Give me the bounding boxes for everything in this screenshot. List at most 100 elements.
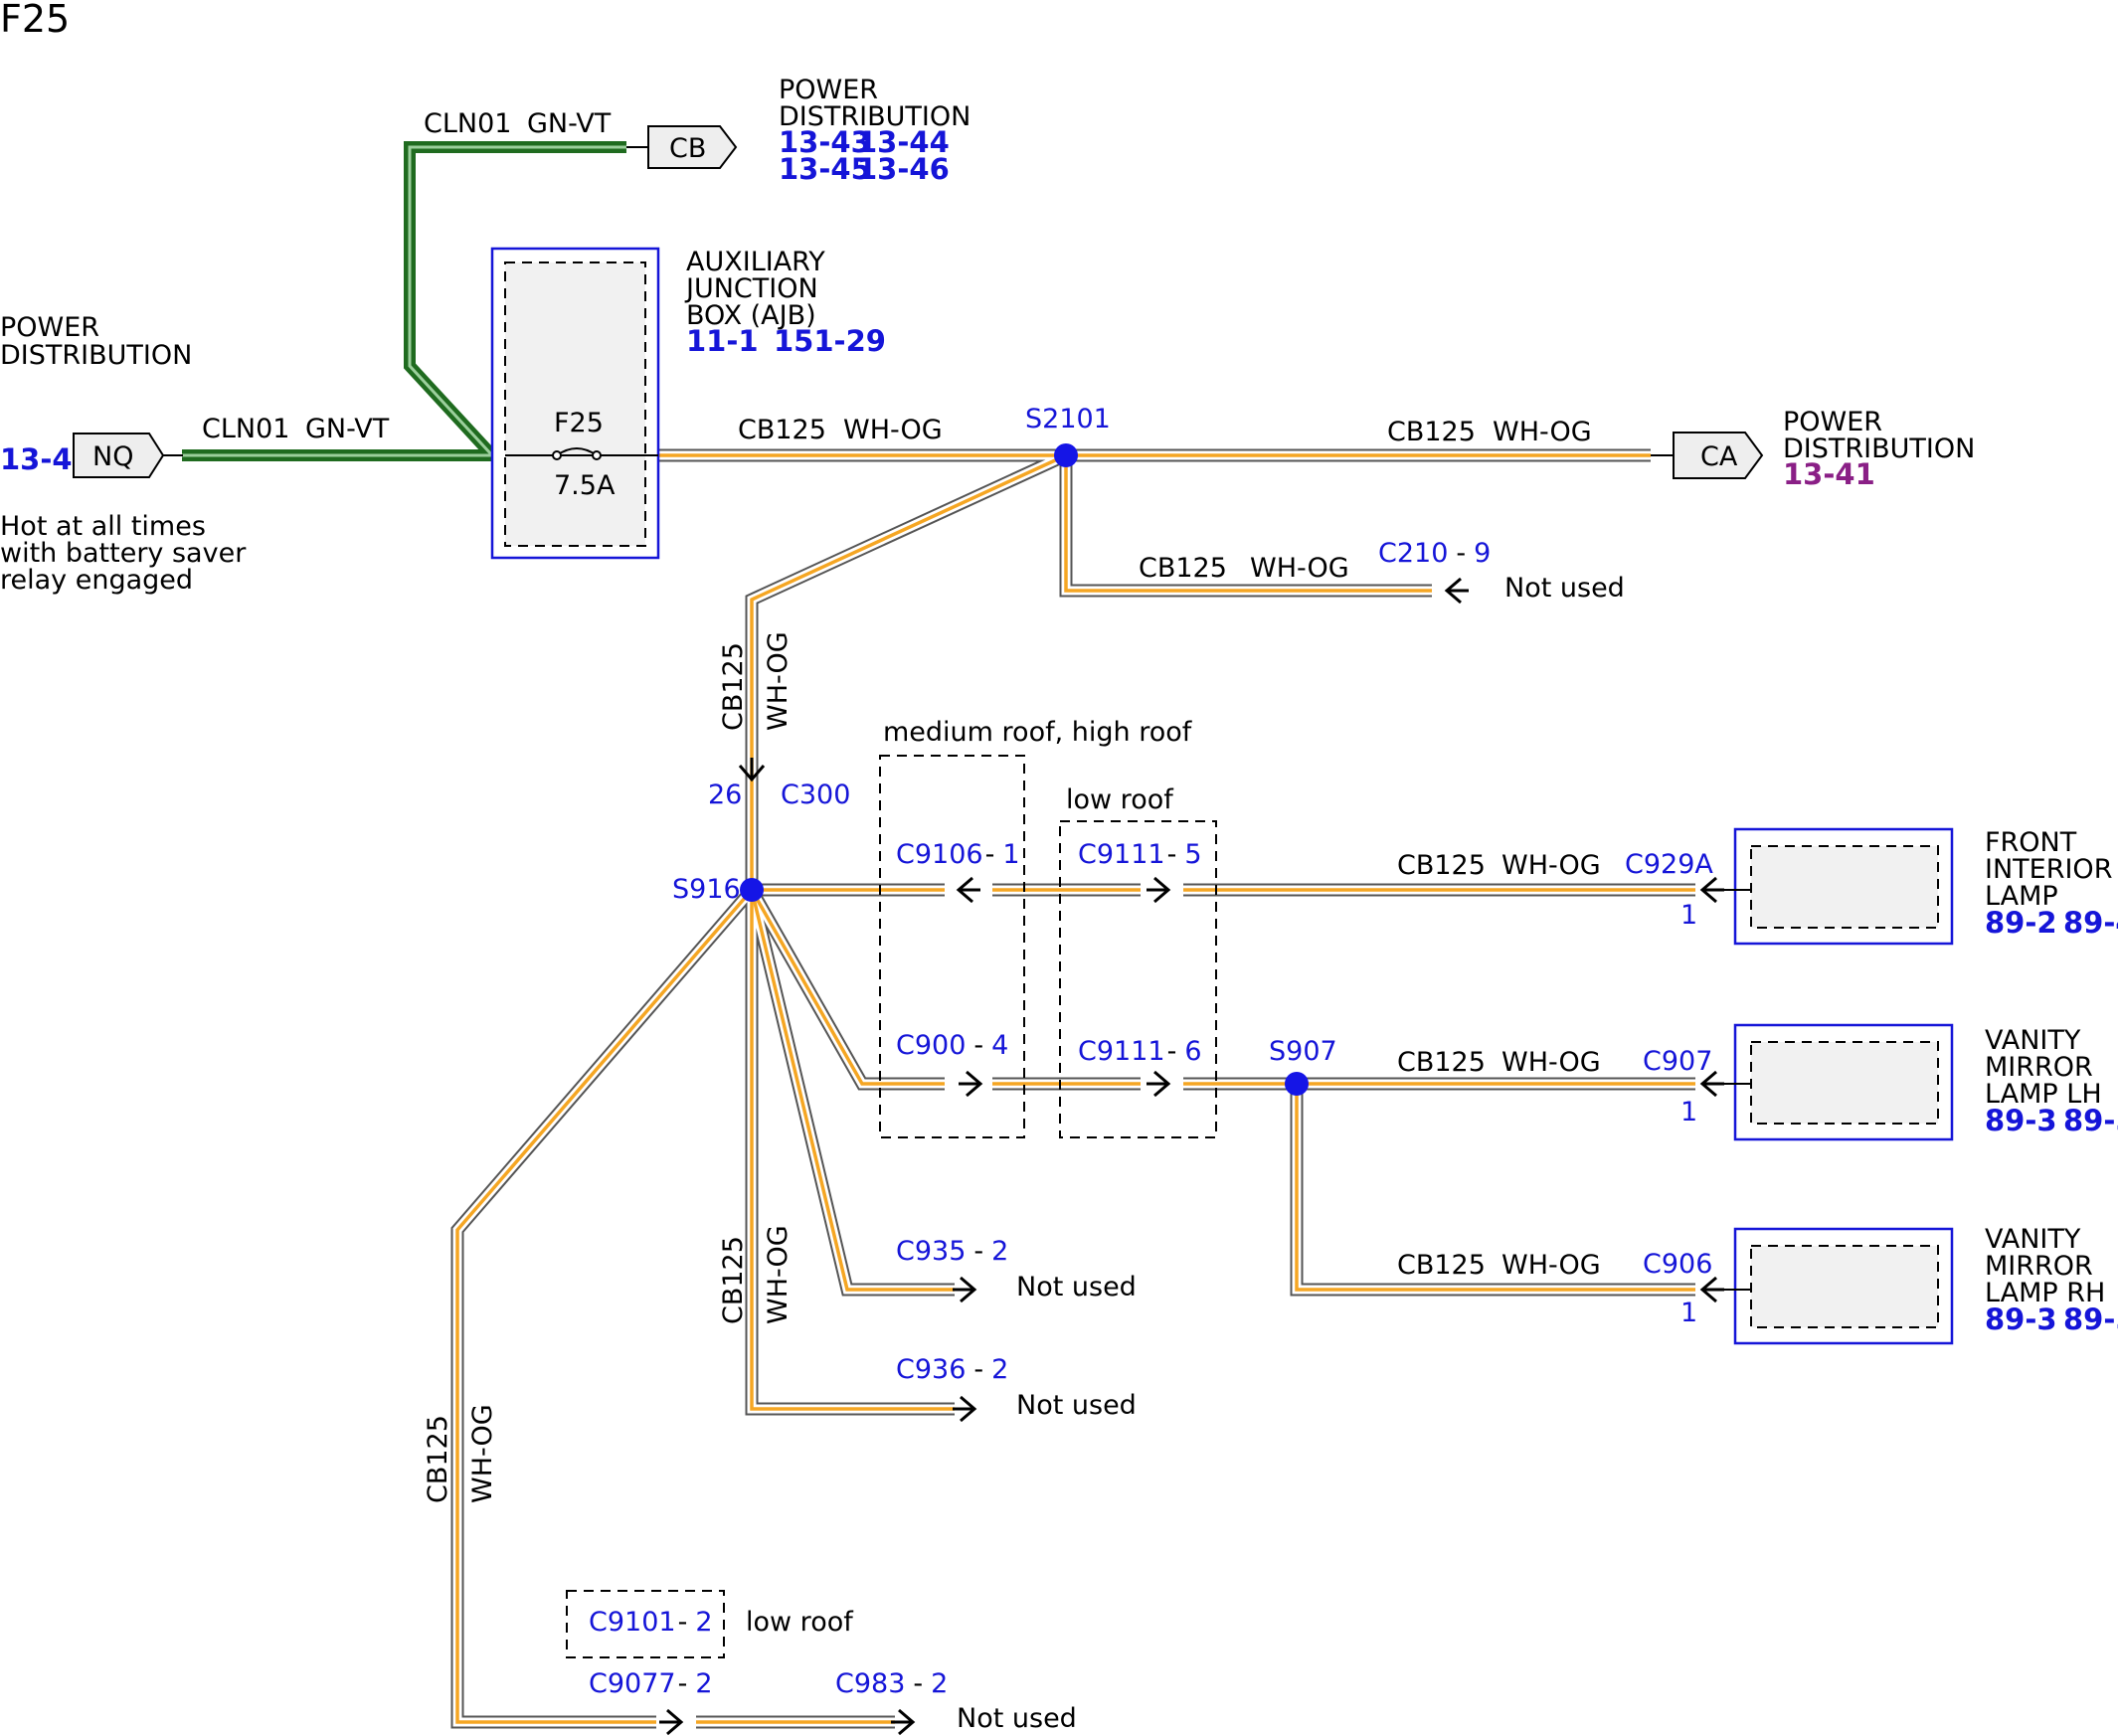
connector-cb-label: CB [669,133,706,164]
connector-c936-pin-symbol [951,1395,976,1423]
wire-label-color: GN-VT [527,108,612,139]
source-note-line1: Hot at all times [0,511,206,542]
connector-c300-pin: 26 [708,780,742,810]
wire-label-color: WH-OG [843,415,943,445]
connector-ca-tag [1673,432,1764,479]
not-used-label: Not used [1016,1272,1137,1302]
connector-c929a-label: C929A [1625,849,1713,880]
wire-label-color: WH-OG [763,631,794,731]
option-box-low-roof [566,1590,725,1658]
component-ref-link[interactable]: 89-5 [2063,1302,2118,1336]
component-name-line1: FRONT [1985,827,2077,858]
wire-label-color: WH-OG [467,1404,498,1503]
component-front-interior-lamp: FRONT INTERIOR LAMP 89-2 89-4 [1702,827,2118,946]
component-ref-link[interactable]: 89-4 [2063,906,2118,940]
wire-label-circuit: CB125 [738,415,826,445]
connector-c210-label: C210-9 [1378,538,1491,569]
ca-destination: CA POWER DISTRIBUTION 13-41 [1651,407,1975,491]
ca-header-line2: DISTRIBUTION [1783,434,1975,464]
component-name-line3: LAMP RH [1985,1278,2105,1308]
connector-c210-pin-symbol [1445,577,1471,605]
cb-header-line2: DISTRIBUTION [779,101,971,132]
wire-label-circuit: CB125 [1139,553,1227,584]
source-header-line2: DISTRIBUTION [0,340,192,371]
cb-ref-link[interactable]: 13-43 [779,125,871,159]
component-name-line3: LAMP [1985,881,2058,912]
connector-c900-label: C900-4 [896,1030,1008,1061]
wire-label-color: GN-VT [305,414,390,444]
diagram-title: F25 [0,0,70,41]
connector-nq-label: NQ [92,441,133,472]
wire-label-circuit: CB125 [718,642,749,731]
ajb-name-line3: BOX (AJB) [686,300,816,331]
ca-ref-link[interactable]: 13-41 [1783,457,1875,491]
connector-c9077-pin-symbol [657,1708,683,1736]
ajb-ref-link[interactable]: 11-1 [686,324,759,358]
connector-nq-tag [73,433,165,478]
connector-c929a-pin: 1 [1680,900,1697,931]
wire-label-circuit: CB125 [1397,1047,1486,1078]
wire-label-color: WH-OG [1493,417,1592,447]
splice-s907-label: S907 [1269,1036,1337,1067]
component-name-line1: VANITY [1985,1224,2081,1255]
connector-c983-pin-symbol [889,1708,915,1736]
connector-c935-label: C935-2 [896,1236,1008,1267]
connector-c900-pin-symbol [957,1070,982,1098]
splice-s907 [1285,1072,1309,1096]
not-used-label: Not used [1016,1390,1137,1421]
cb-ref-link[interactable]: 13-45 [779,152,871,186]
component-ref-link[interactable]: 89-3 [1985,1302,2057,1336]
wires-wh-og [450,448,1695,1729]
wire-label-color: WH-OG [1501,1047,1601,1078]
ajb-ref-link[interactable]: 151-29 [774,324,886,358]
component-vanity-mirror-lamp-lh: VANITY MIRROR LAMP LH 89-3 89-5 [1702,1023,2118,1141]
component-ref-link[interactable]: 89-2 [1985,906,2057,940]
component-name-line1: VANITY [1985,1025,2081,1056]
splice-s916-label: S916 [672,874,741,905]
wire-label-color: WH-OG [1501,850,1601,881]
component-name-line2: MIRROR [1985,1052,2093,1083]
component-name-line2: INTERIOR [1985,854,2112,885]
component-name-line2: MIRROR [1985,1251,2093,1282]
option-box-low-roof [1059,820,1217,1138]
wires-gn-vt [182,141,626,461]
wire-label-color: WH-OG [1250,553,1349,584]
connector-c907-label: C907 [1643,1046,1712,1077]
wire-label-circuit: CB125 [1387,417,1476,447]
option-low-roof-label: low roof [1066,784,1174,815]
connector-c935-pin-symbol [951,1276,976,1303]
wire-label-circuit: CLN01 [424,108,511,139]
connector-c907-pin: 1 [1680,1097,1697,1128]
option-medium-high-roof-label: medium roof, high roof [883,717,1193,748]
connector-c936-label: C936-2 [896,1354,1008,1385]
component-name-line3: LAMP LH [1985,1079,2102,1110]
component-vanity-mirror-lamp-rh: VANITY MIRROR LAMP RH 89-3 89-5 [1702,1224,2118,1345]
connector-cb-tag [647,125,738,169]
source-note-line3: relay engaged [0,565,193,596]
wire-label-circuit: CB125 [718,1236,749,1324]
cb-header-line1: POWER [779,75,878,105]
connector-c9077-label: C9077-2 [589,1668,713,1699]
fuse-rating: 7.5A [554,470,616,501]
connector-c9101-label: C9101-2 [589,1607,713,1638]
component-ref-link[interactable]: 89-3 [1985,1104,2057,1137]
wire-label-circuit: CLN01 [202,414,289,444]
cb-destination: CB POWER DISTRIBUTION 13-43 13-44 13-45 … [626,75,971,186]
not-used-label: Not used [957,1703,1077,1734]
component-ref-link[interactable]: 89-5 [2063,1104,2118,1137]
connector-c9111-pin-symbol [1145,876,1170,904]
connector-c300-symbol [738,758,766,782]
splice-s916 [740,878,764,902]
ajb-inner-dashed [504,261,646,547]
wire-label-circuit: CB125 [423,1415,453,1503]
source-note-line2: with battery saver [0,538,247,569]
splice-s2101 [1054,443,1078,467]
connector-c9111-label: C9111-6 [1078,1036,1202,1067]
cb-ref-link[interactable]: 13-44 [857,125,950,159]
left-power-source: POWER DISTRIBUTION 13-40 NQ Hot at all t… [0,312,247,596]
wire-label-color: WH-OG [1501,1250,1601,1281]
option-low-roof-label: low roof [746,1607,854,1638]
connector-c300-label: C300 [781,780,850,810]
cb-ref-link[interactable]: 13-46 [857,152,950,186]
